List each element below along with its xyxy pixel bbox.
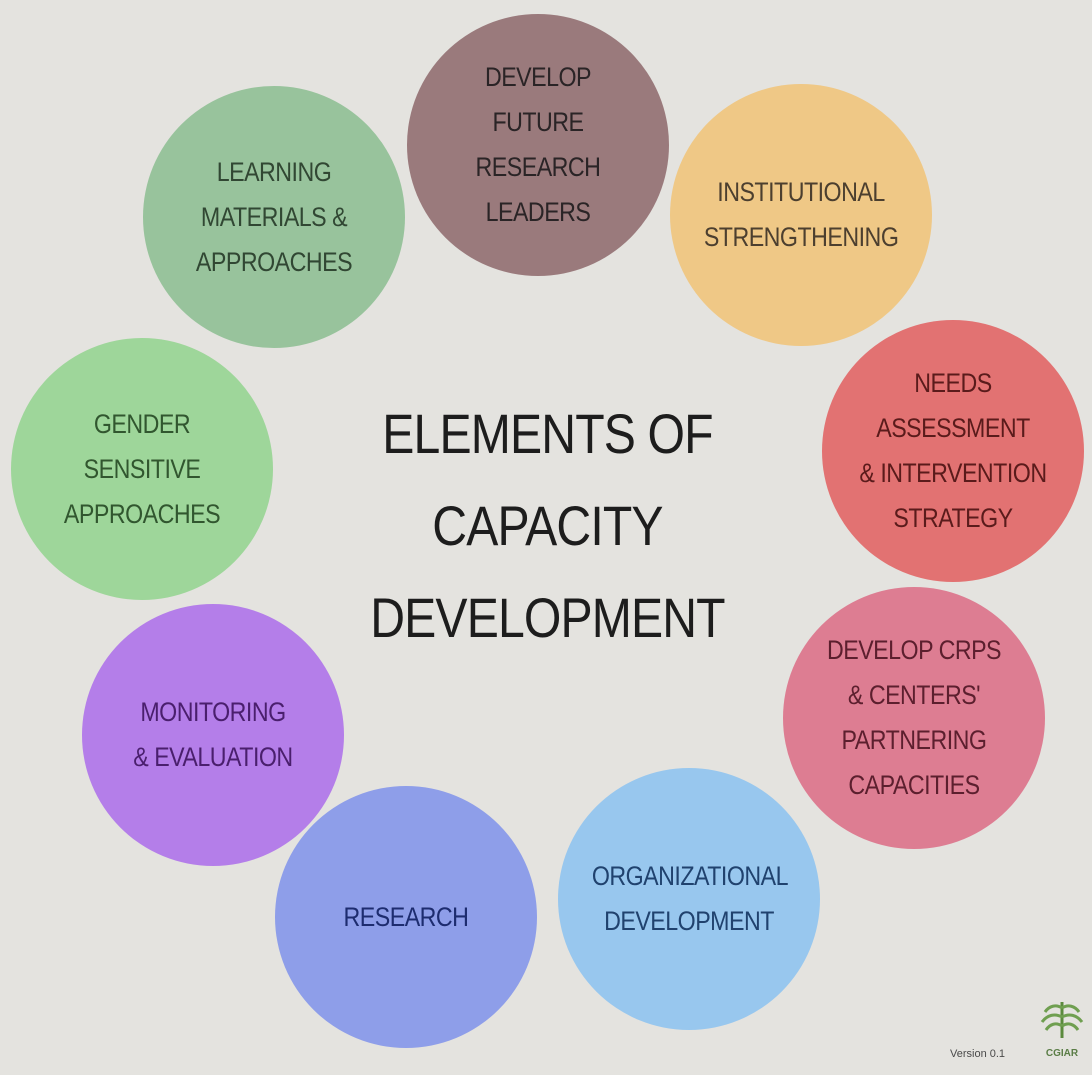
circle-line: INSTITUTIONAL <box>717 177 885 207</box>
circle-line: & EVALUATION <box>133 742 293 772</box>
circle-line: SENSITIVE <box>83 453 201 484</box>
circle-label-organizational-development: ORGANIZATIONAL DEVELOPMENT <box>591 854 789 944</box>
circle-label-needs-assessment-intervention-strategy: NEEDS ASSESSMENT & INTERVENTION STRATEGY <box>856 361 1050 541</box>
circle-develop-future-research-leaders: DEVELOP FUTURE RESEARCH LEADERS <box>407 14 669 276</box>
circle-line: MONITORING <box>140 697 286 727</box>
diagram-title-line: ELEMENTS OF <box>382 402 713 465</box>
circle-line: DEVELOP CRPS <box>826 635 1002 665</box>
circle-label-institutional-strengthening: INSTITUTIONAL STRENGTHENING <box>703 170 899 260</box>
circle-label-monitoring-evaluation: MONITORING & EVALUATION <box>116 690 310 780</box>
circle-line: APPROACHES <box>195 246 353 277</box>
circle-organizational-development: ORGANIZATIONAL DEVELOPMENT <box>558 768 820 1030</box>
version-label: Version 0.1 <box>950 1048 1006 1060</box>
circle-line: ORGANIZATIONAL <box>591 861 789 891</box>
circle-line: & INTERVENTION <box>859 458 1047 488</box>
circle-label-gender-sensitive-approaches: GENDER SENSITIVE APPROACHES <box>45 402 239 537</box>
circle-gender-sensitive-approaches: GENDER SENSITIVE APPROACHES <box>11 338 273 600</box>
diagram-title-line: CAPACITY <box>432 494 663 557</box>
circle-line: APPROACHES <box>63 498 221 529</box>
circle-line: ASSESSMENT <box>876 413 1030 443</box>
circle-label-develop-future-research-leaders: DEVELOP FUTURE RESEARCH LEADERS <box>441 55 635 235</box>
circle-line: DEVELOPMENT <box>604 906 774 936</box>
circle-institutional-strengthening: INSTITUTIONAL STRENGTHENING <box>670 84 932 346</box>
circle-line: CAPACITIES <box>848 770 980 800</box>
circle-line: DEVELOP <box>484 62 592 92</box>
circle-line: & CENTERS' <box>847 680 981 710</box>
circle-line: STRENGTHENING <box>703 222 899 252</box>
circle-line: NEEDS <box>914 368 992 398</box>
cgiar-logo-text: CGIAR <box>1045 1048 1079 1059</box>
circle-needs-assessment-intervention-strategy: NEEDS ASSESSMENT & INTERVENTION STRATEGY <box>822 320 1084 582</box>
circle-line: LEARNING <box>216 156 332 187</box>
diagram-title: ELEMENTS OF CAPACITY DEVELOPMENT <box>335 388 761 664</box>
circle-line: GENDER <box>93 408 191 439</box>
circle-learning-materials-approaches: LEARNING MATERIALS & APPROACHES <box>143 86 405 348</box>
circle-line: MATERIALS & <box>200 201 348 232</box>
diagram-title-line: DEVELOPMENT <box>370 586 725 649</box>
cgiar-wheat-logo-icon <box>1040 1002 1084 1038</box>
circle-label-learning-materials-approaches: LEARNING MATERIALS & APPROACHES <box>177 150 371 285</box>
circle-line: FUTURE RESEARCH <box>475 107 601 182</box>
circle-line: RESEARCH <box>343 901 469 932</box>
circle-line: STRATEGY <box>893 503 1013 533</box>
circle-research: RESEARCH <box>275 786 537 1048</box>
circle-develop-crps-centers-partnering-capacities: DEVELOP CRPS & CENTERS' PARTNERING CAPAC… <box>783 587 1045 849</box>
circle-line: LEADERS <box>485 197 591 227</box>
circle-monitoring-evaluation: MONITORING & EVALUATION <box>82 604 344 866</box>
circle-label-research: RESEARCH <box>309 895 503 940</box>
circle-label-develop-crps-centers-partnering-capacities: DEVELOP CRPS & CENTERS' PARTNERING CAPAC… <box>817 628 1011 808</box>
circle-line: PARTNERING <box>841 725 987 755</box>
